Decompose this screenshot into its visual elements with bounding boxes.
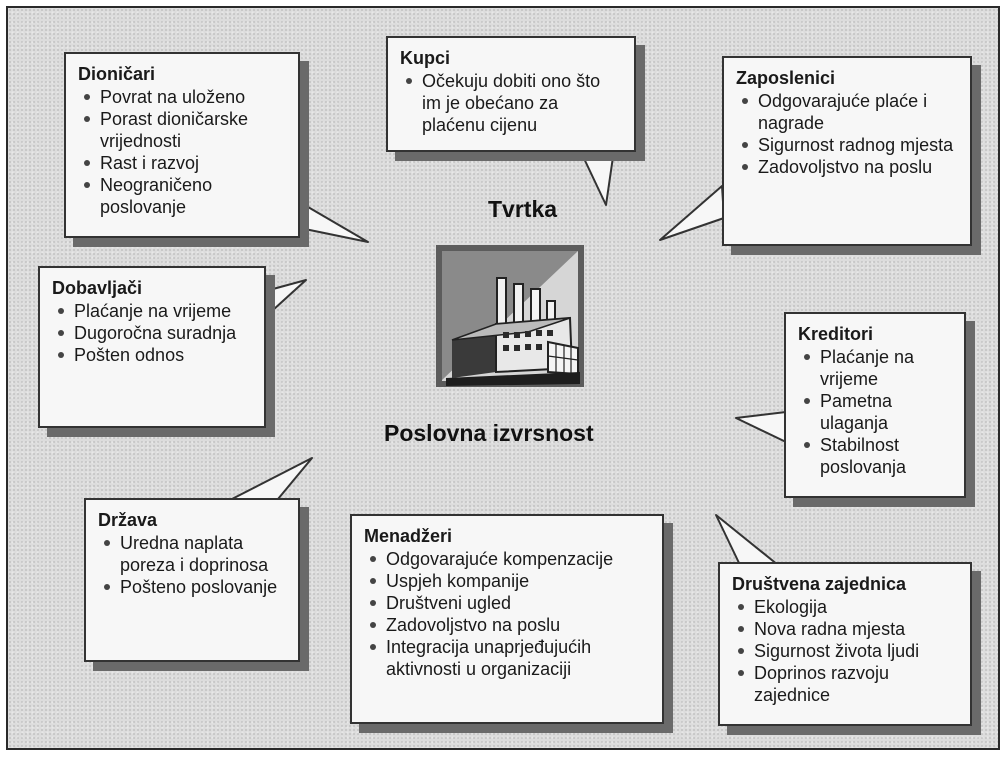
center-subtitle: Poslovna izvrsnost (384, 420, 594, 446)
tail-drzava (231, 457, 313, 500)
bubble-title: Menadžeri (364, 526, 453, 546)
bubble-title: Društvena zajednica (732, 574, 907, 594)
list-item: Društveni ugled (364, 592, 650, 614)
list-item: Ekologija (732, 596, 958, 618)
bubble-drzava: Država Uredna naplata poreza i doprinosa… (84, 498, 300, 662)
list-item: Plaćanje na vrijeme (798, 346, 952, 390)
tail-zaposlenici (659, 185, 725, 241)
bubble-kupci: Kupci Očekuju dobiti ono što im je obeća… (386, 36, 636, 152)
list-item: Povrat na uloženo (78, 86, 286, 108)
list-item: Odgovarajuće kompenzacije (364, 548, 650, 570)
list-item: Zadovoljstvo na poslu (364, 614, 650, 636)
bubble-dobavljaci: Dobavljači Plaćanje na vrijeme Dugoročna… (38, 266, 266, 428)
bubble-title: Kupci (400, 48, 451, 68)
list-item: Uredna naplata poreza i doprinosa (98, 532, 286, 576)
bubble-menadzeri: Menadžeri Odgovarajuće kompenzacije Uspj… (350, 514, 664, 724)
list-item: Porast dioničarske vrijednosti (78, 108, 286, 152)
list-item: Pametna ulaganja (798, 390, 952, 434)
list-item: Rast i razvoj (78, 152, 286, 174)
list-item: Integracija unaprjeđujućih aktivnosti u … (364, 636, 650, 680)
list-item: Neograničeno poslovanje (78, 174, 286, 218)
bubble-title: Dobavljači (52, 278, 143, 298)
factory-icon (436, 245, 584, 387)
bubble-title: Zaposlenici (736, 68, 836, 88)
list-item: Stabilnost poslovanja (798, 434, 952, 478)
bubble-kreditori: Kreditori Plaćanje na vrijeme Pametna ul… (784, 312, 966, 498)
center-title: Tvrtka (488, 196, 558, 222)
list-item: Pošteno poslovanje (98, 576, 286, 598)
list-item: Sigurnost radnog mjesta (736, 134, 958, 156)
list-item: Dugoročna suradnja (52, 322, 252, 344)
bubble-title: Dioničari (78, 64, 156, 84)
bubble-title: Država (98, 510, 158, 530)
list-item: Nova radna mjesta (732, 618, 958, 640)
list-item: Plaćanje na vrijeme (52, 300, 252, 322)
list-item: Sigurnost života ljudi (732, 640, 958, 662)
list-item: Očekuju dobiti ono što im je obećano za … (400, 70, 622, 136)
bubble-dionicari: Dioničari Povrat na uloženo Porast dioni… (64, 52, 300, 238)
tail-dobavljaci (261, 279, 307, 321)
list-item: Zadovoljstvo na poslu (736, 156, 958, 178)
bubble-zaposlenici: Zaposlenici Odgovarajuće plaće i nagrade… (722, 56, 972, 246)
tail-drustvena-zajednica (715, 514, 779, 566)
list-item: Doprinos razvoju zajednice (732, 662, 958, 706)
bubble-drustvena-zajednica: Društvena zajednica Ekologija Nova radna… (718, 562, 972, 726)
tail-kupci (579, 149, 615, 206)
tail-dionicari (295, 199, 369, 243)
list-item: Odgovarajuće plaće i nagrade (736, 90, 958, 134)
list-item: Uspjeh kompanije (364, 570, 650, 592)
bubble-title: Kreditori (798, 324, 874, 344)
tail-kreditori (735, 411, 787, 443)
list-item: Pošten odnos (52, 344, 252, 366)
